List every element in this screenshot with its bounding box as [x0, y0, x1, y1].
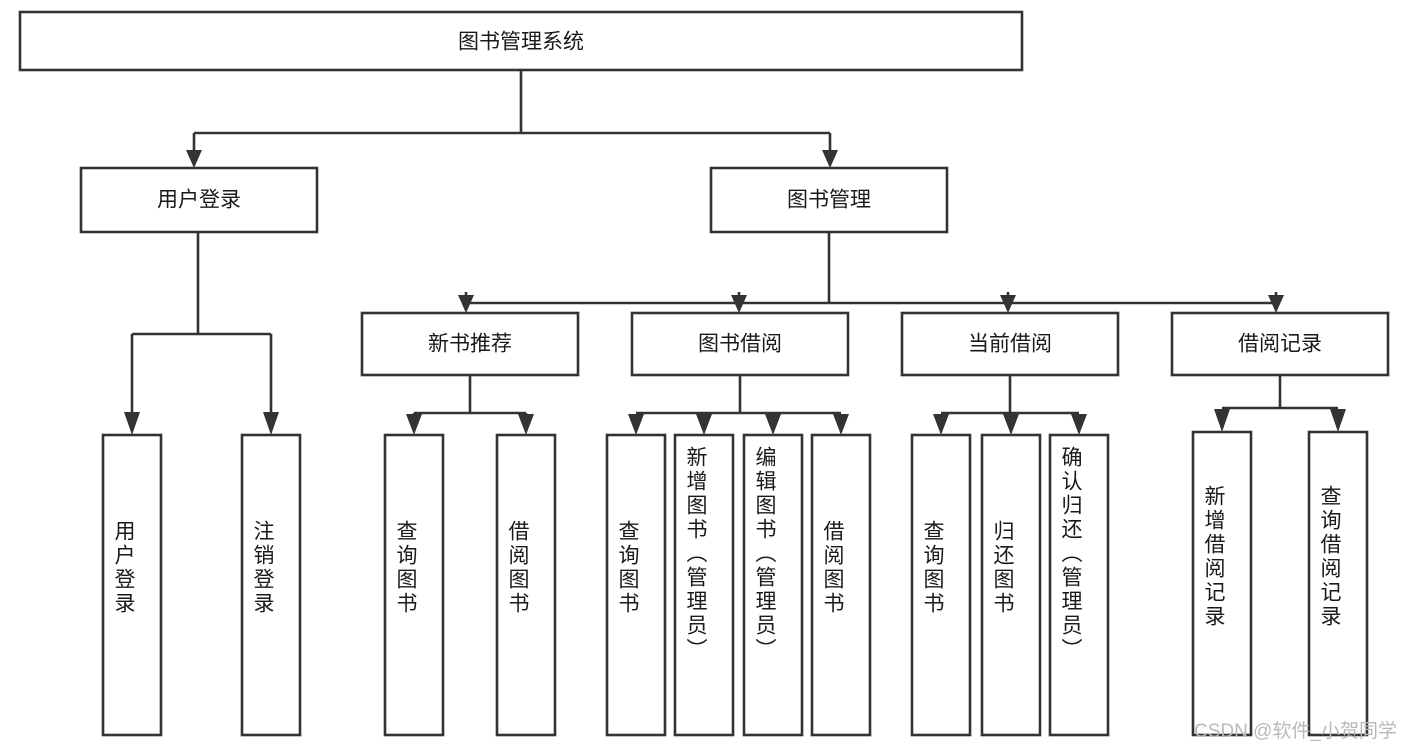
leaf-box-current-borrow-2[interactable]: [980, 433, 1042, 737]
node-new-book-recommend[interactable]: 新书推荐: [360, 311, 580, 377]
leaf-box-user-login-1[interactable]: [101, 433, 163, 737]
arrow-borrow-leaf1: [628, 414, 644, 435]
arrow-borrow-leaf2: [696, 414, 712, 435]
arrow-to-new-book: [458, 295, 474, 313]
node-root-label: 图书管理系统: [458, 31, 584, 54]
arrow-current-leaf2: [1003, 414, 1019, 435]
node-new-book-recommend-label: 新书推荐: [428, 333, 512, 356]
arrow-root-to-book-mgmt: [822, 150, 838, 168]
node-user-login-label: 用户登录: [157, 189, 241, 212]
node-book-borrow-box[interactable]: [630, 311, 850, 377]
leaf-box-book-borrow-1[interactable]: [605, 433, 667, 737]
arrow-current-leaf3: [1071, 414, 1087, 435]
leaf-box-current-borrow-1[interactable]: [910, 433, 972, 737]
arrow-record-leaf2: [1330, 409, 1346, 432]
arrow-current-leaf1: [933, 414, 949, 435]
node-user-login-box[interactable]: [79, 166, 319, 234]
arrow-borrow-leaf3: [765, 414, 781, 435]
arrow-to-current-borrow: [1000, 295, 1016, 313]
node-book-management[interactable]: 图书管理: [709, 166, 949, 234]
leaf-box-current-borrow-3[interactable]: [1048, 433, 1110, 737]
leaf-box-book-borrow-4[interactable]: [810, 433, 872, 737]
node-borrow-record-box[interactable]: [1170, 311, 1390, 377]
node-book-borrow[interactable]: 图书借阅: [630, 311, 850, 377]
node-root[interactable]: 图书管理系统: [18, 10, 1024, 72]
leaf-box-book-borrow-3[interactable]: [742, 433, 804, 737]
leaf-box-borrow-record-1[interactable]: [1191, 430, 1253, 737]
node-current-borrow-box[interactable]: [900, 311, 1120, 377]
node-book-management-label: 图书管理: [787, 189, 871, 212]
node-root-box[interactable]: [18, 10, 1024, 72]
node-user-login[interactable]: 用户登录: [79, 166, 319, 234]
node-current-borrow-label: 当前借阅: [968, 333, 1052, 356]
leaf-box-new-book-2[interactable]: [495, 433, 557, 737]
arrow-newbook-leaf2: [518, 414, 534, 435]
arrow-userlogin-leaf2: [263, 412, 279, 435]
leaf-box-book-borrow-2[interactable]: [673, 433, 735, 737]
arrow-borrow-leaf4: [833, 414, 849, 435]
arrow-root-to-user-login: [186, 150, 202, 168]
node-borrow-record[interactable]: 借阅记录: [1170, 311, 1390, 377]
leaf-box-borrow-record-2[interactable]: [1307, 430, 1369, 737]
arrow-record-leaf1: [1214, 409, 1230, 432]
arrow-to-book-borrow: [731, 295, 747, 313]
node-book-management-box[interactable]: [709, 166, 949, 234]
node-current-borrow[interactable]: 当前借阅: [900, 311, 1120, 377]
node-new-book-recommend-box[interactable]: [360, 311, 580, 377]
arrow-to-borrow-record: [1268, 295, 1284, 313]
node-book-borrow-label: 图书借阅: [698, 333, 782, 356]
leaf-box-user-login-2[interactable]: [240, 433, 302, 737]
connectors: [124, 70, 1346, 435]
arrow-newbook-leaf1: [406, 414, 422, 435]
node-borrow-record-label: 借阅记录: [1238, 333, 1322, 356]
arrow-userlogin-leaf1: [124, 412, 140, 435]
leaf-box-new-book-1[interactable]: [383, 433, 445, 737]
